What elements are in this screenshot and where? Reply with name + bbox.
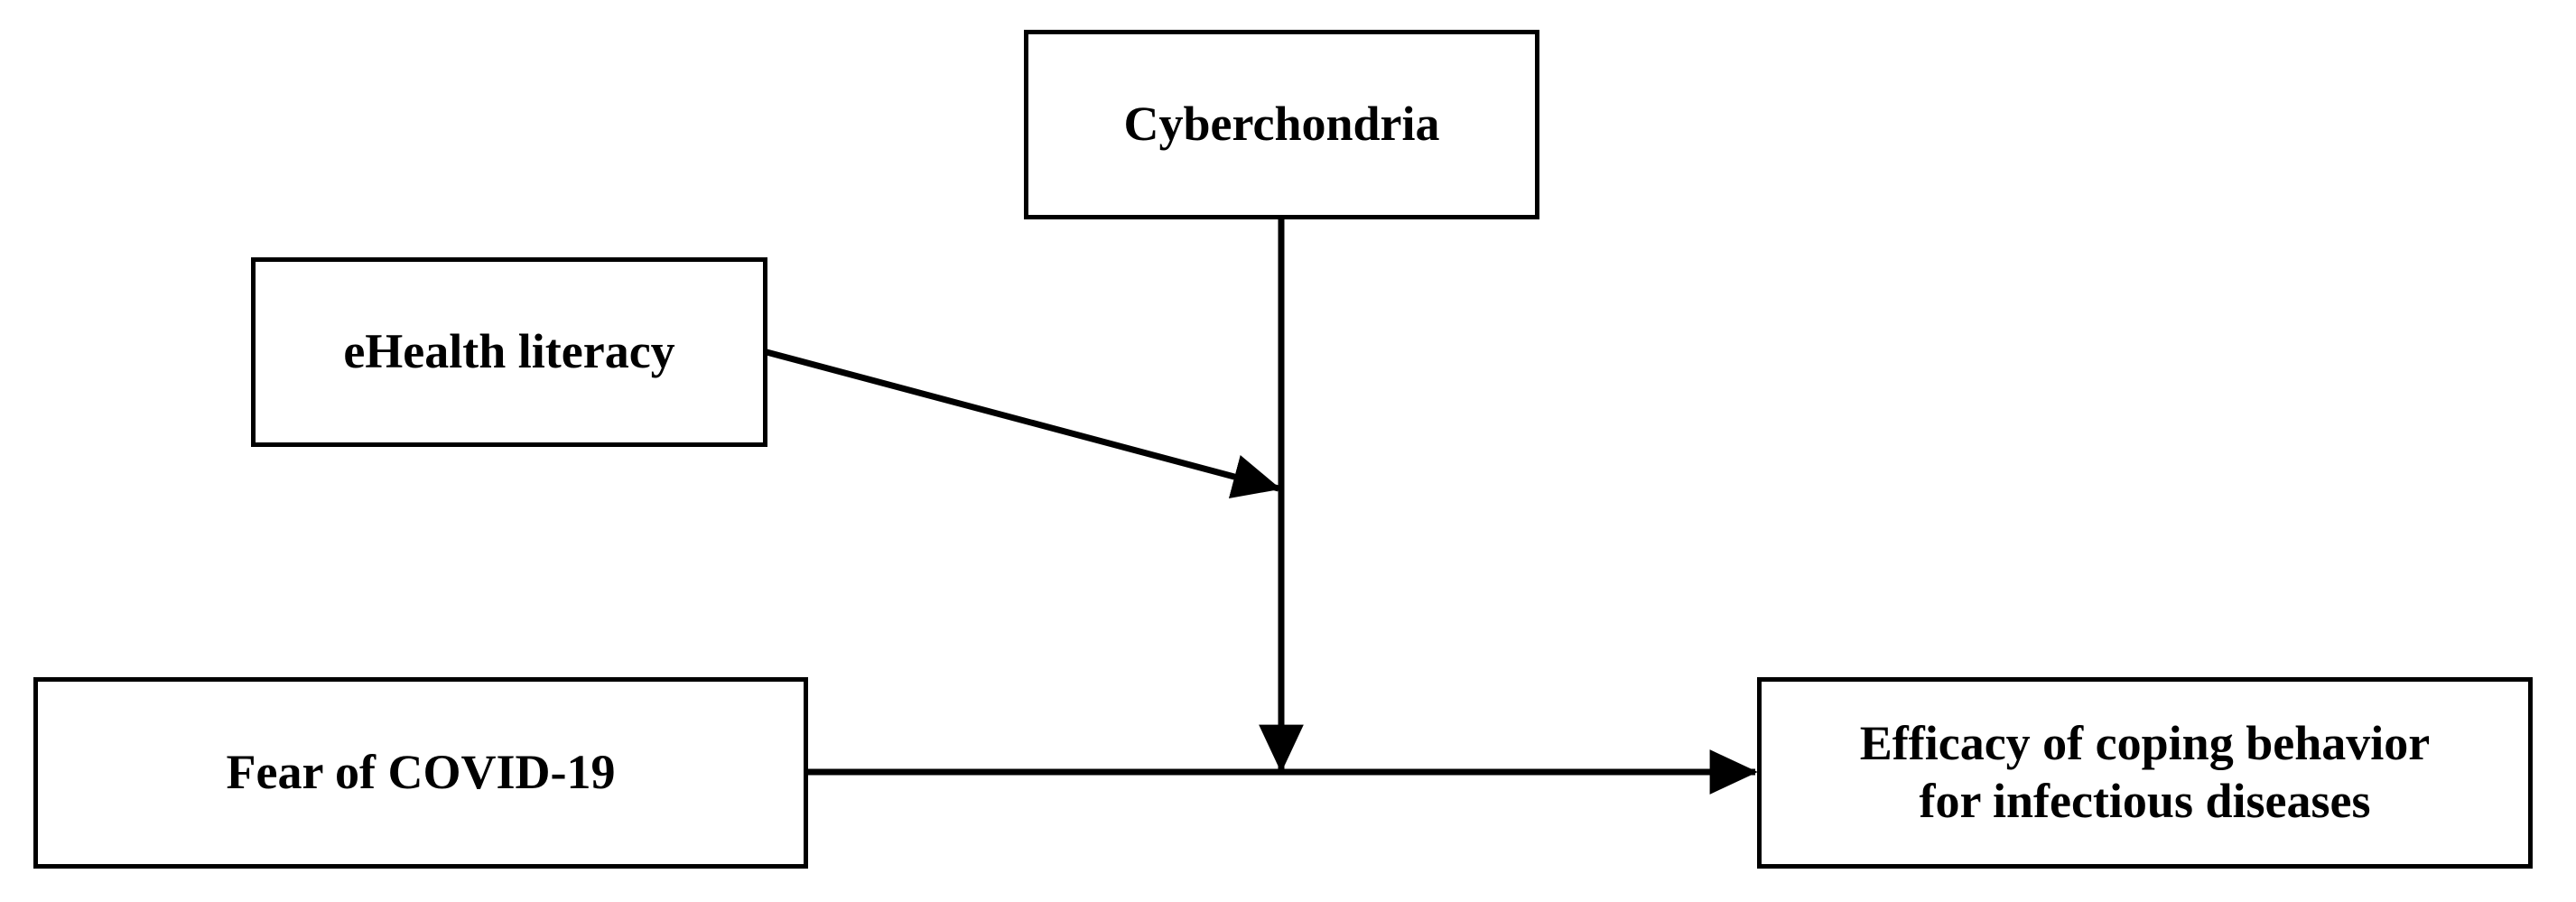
node-cyberchondria-label: Cyberchondria xyxy=(1123,97,1440,152)
node-efficacy-of-coping-behavior: Efficacy of coping behavior for infectio… xyxy=(1757,677,2533,869)
node-ehealth-literacy: eHealth literacy xyxy=(251,257,767,447)
node-fear-of-covid19: Fear of COVID-19 xyxy=(33,677,808,869)
node-ehealth-literacy-label: eHealth literacy xyxy=(343,324,675,379)
node-cyberchondria: Cyberchondria xyxy=(1024,30,1539,219)
node-fear-of-covid19-label: Fear of COVID-19 xyxy=(226,745,616,800)
edge-ehealth-to-path xyxy=(766,349,1281,499)
node-efficacy-of-coping-behavior-label: Efficacy of coping behavior for infectio… xyxy=(1859,716,2431,828)
